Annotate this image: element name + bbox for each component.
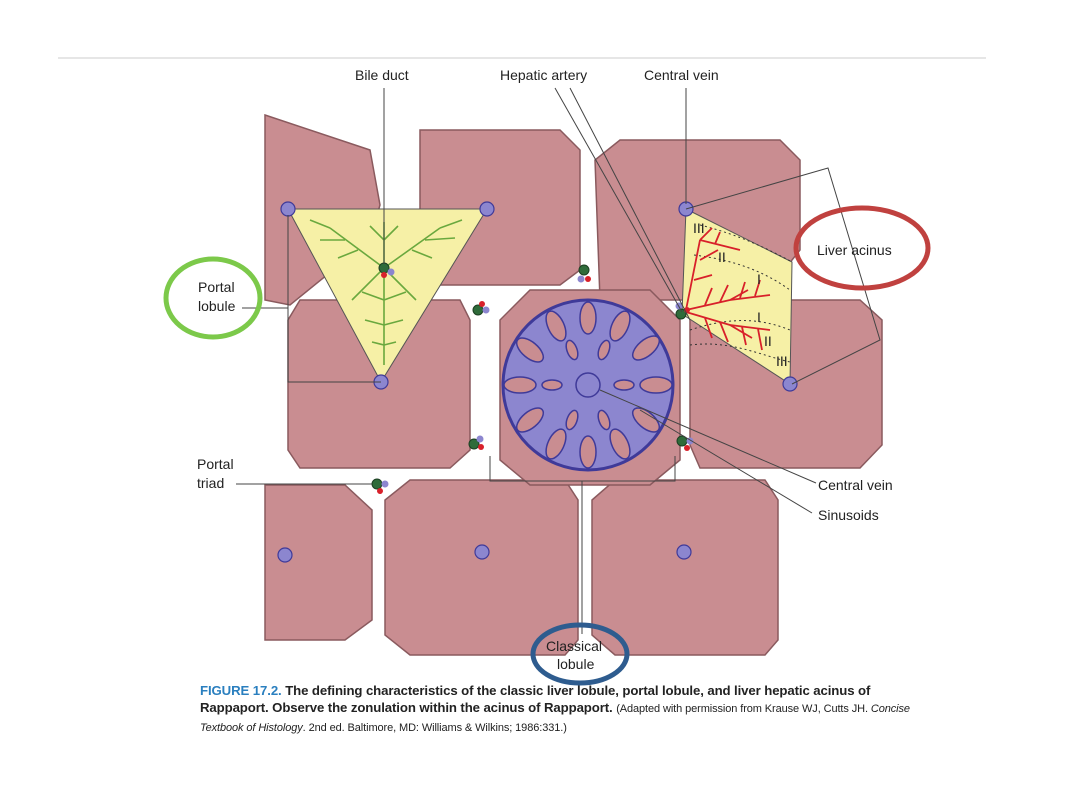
ref-suffix: . 2nd ed. Baltimore, MD: Williams & Wilk… — [302, 722, 567, 734]
zone-i-bottom: I — [757, 309, 761, 325]
acinus-zone-boundaries — [689, 224, 793, 363]
label-classical-lobule-1: Classical — [546, 638, 602, 654]
zone-iii-bottom: III — [776, 353, 788, 369]
zone-i-top: I — [757, 271, 761, 287]
portal-lobule-bracket — [287, 215, 381, 383]
acinus-bracket — [685, 167, 881, 385]
top-divider — [58, 57, 986, 59]
label-portal-triad-1: Portal — [197, 456, 234, 472]
label-hepatic-artery: Hepatic artery — [500, 67, 587, 83]
figure-number: FIGURE 17.2. — [200, 683, 282, 698]
classical-central-vein — [575, 372, 601, 398]
leader-lines — [236, 87, 881, 634]
central-veins — [277, 201, 798, 563]
lobule-bottom-right — [591, 479, 779, 656]
liver-acinus-diamond: III II I I II III — [681, 208, 793, 385]
label-bile-duct: Bile duct — [355, 67, 409, 83]
lobule-bottom-left — [384, 479, 579, 656]
portal-triad — [676, 435, 694, 451]
portal-triad — [472, 301, 490, 316]
central-vein-dot — [474, 544, 490, 560]
hepatic-artery-leader-1 — [554, 87, 683, 313]
ref-prefix: (Adapted with permission from Krause WJ,… — [616, 703, 868, 715]
portal-lobule-area — [287, 208, 488, 384]
label-portal-lobule-2: lobule — [198, 298, 236, 314]
label-liver-acinus: Liver acinus — [817, 242, 892, 258]
caption-reference: (Adapted with permission from Krause WJ,… — [200, 703, 910, 734]
central-vein-dot — [676, 544, 692, 560]
highlight-circle-green — [163, 256, 263, 340]
caption-text: The defining characteristics of the clas… — [200, 683, 871, 715]
label-central-vein-top: Central vein — [644, 67, 719, 83]
zone-iii-top: III — [693, 220, 705, 236]
label-sinusoids: Sinusoids — [818, 507, 879, 523]
label-portal-lobule-1: Portal — [198, 279, 235, 295]
zone-ii-bottom: II — [764, 333, 772, 349]
highlight-circle-blue — [530, 622, 630, 686]
classical-lobule — [499, 289, 681, 486]
lobule-bottom-far-left — [264, 484, 373, 641]
figure-caption: FIGURE 17.2. The defining characteristic… — [200, 682, 918, 737]
portal-triads — [371, 262, 694, 494]
central-vein-right-leader — [599, 389, 817, 484]
label-central-vein-right: Central vein — [818, 477, 893, 493]
central-vein-dot — [277, 547, 293, 563]
hepatic-artery-leader-2 — [569, 87, 691, 321]
central-vein-dot — [479, 201, 495, 217]
central-vein-dot — [782, 376, 798, 392]
hepatic-arterioles — [685, 227, 771, 351]
highlight-circle-red — [793, 205, 931, 291]
portal-triad — [468, 435, 484, 450]
portal-triad — [577, 264, 591, 283]
label-classical-lobule-2: lobule — [557, 656, 595, 672]
central-vein-dot — [280, 201, 296, 217]
label-portal-triad-2: triad — [197, 475, 224, 491]
sinusoid-lacunae — [503, 301, 673, 469]
ref-title: Concise Textbook of Histology — [200, 703, 910, 734]
zone-ii-top: II — [718, 249, 726, 265]
bile-ductules — [309, 219, 463, 365]
sinusoids-leader — [639, 409, 813, 514]
portal-lobule-triangle — [287, 208, 488, 384]
portal-triad — [371, 478, 389, 494]
